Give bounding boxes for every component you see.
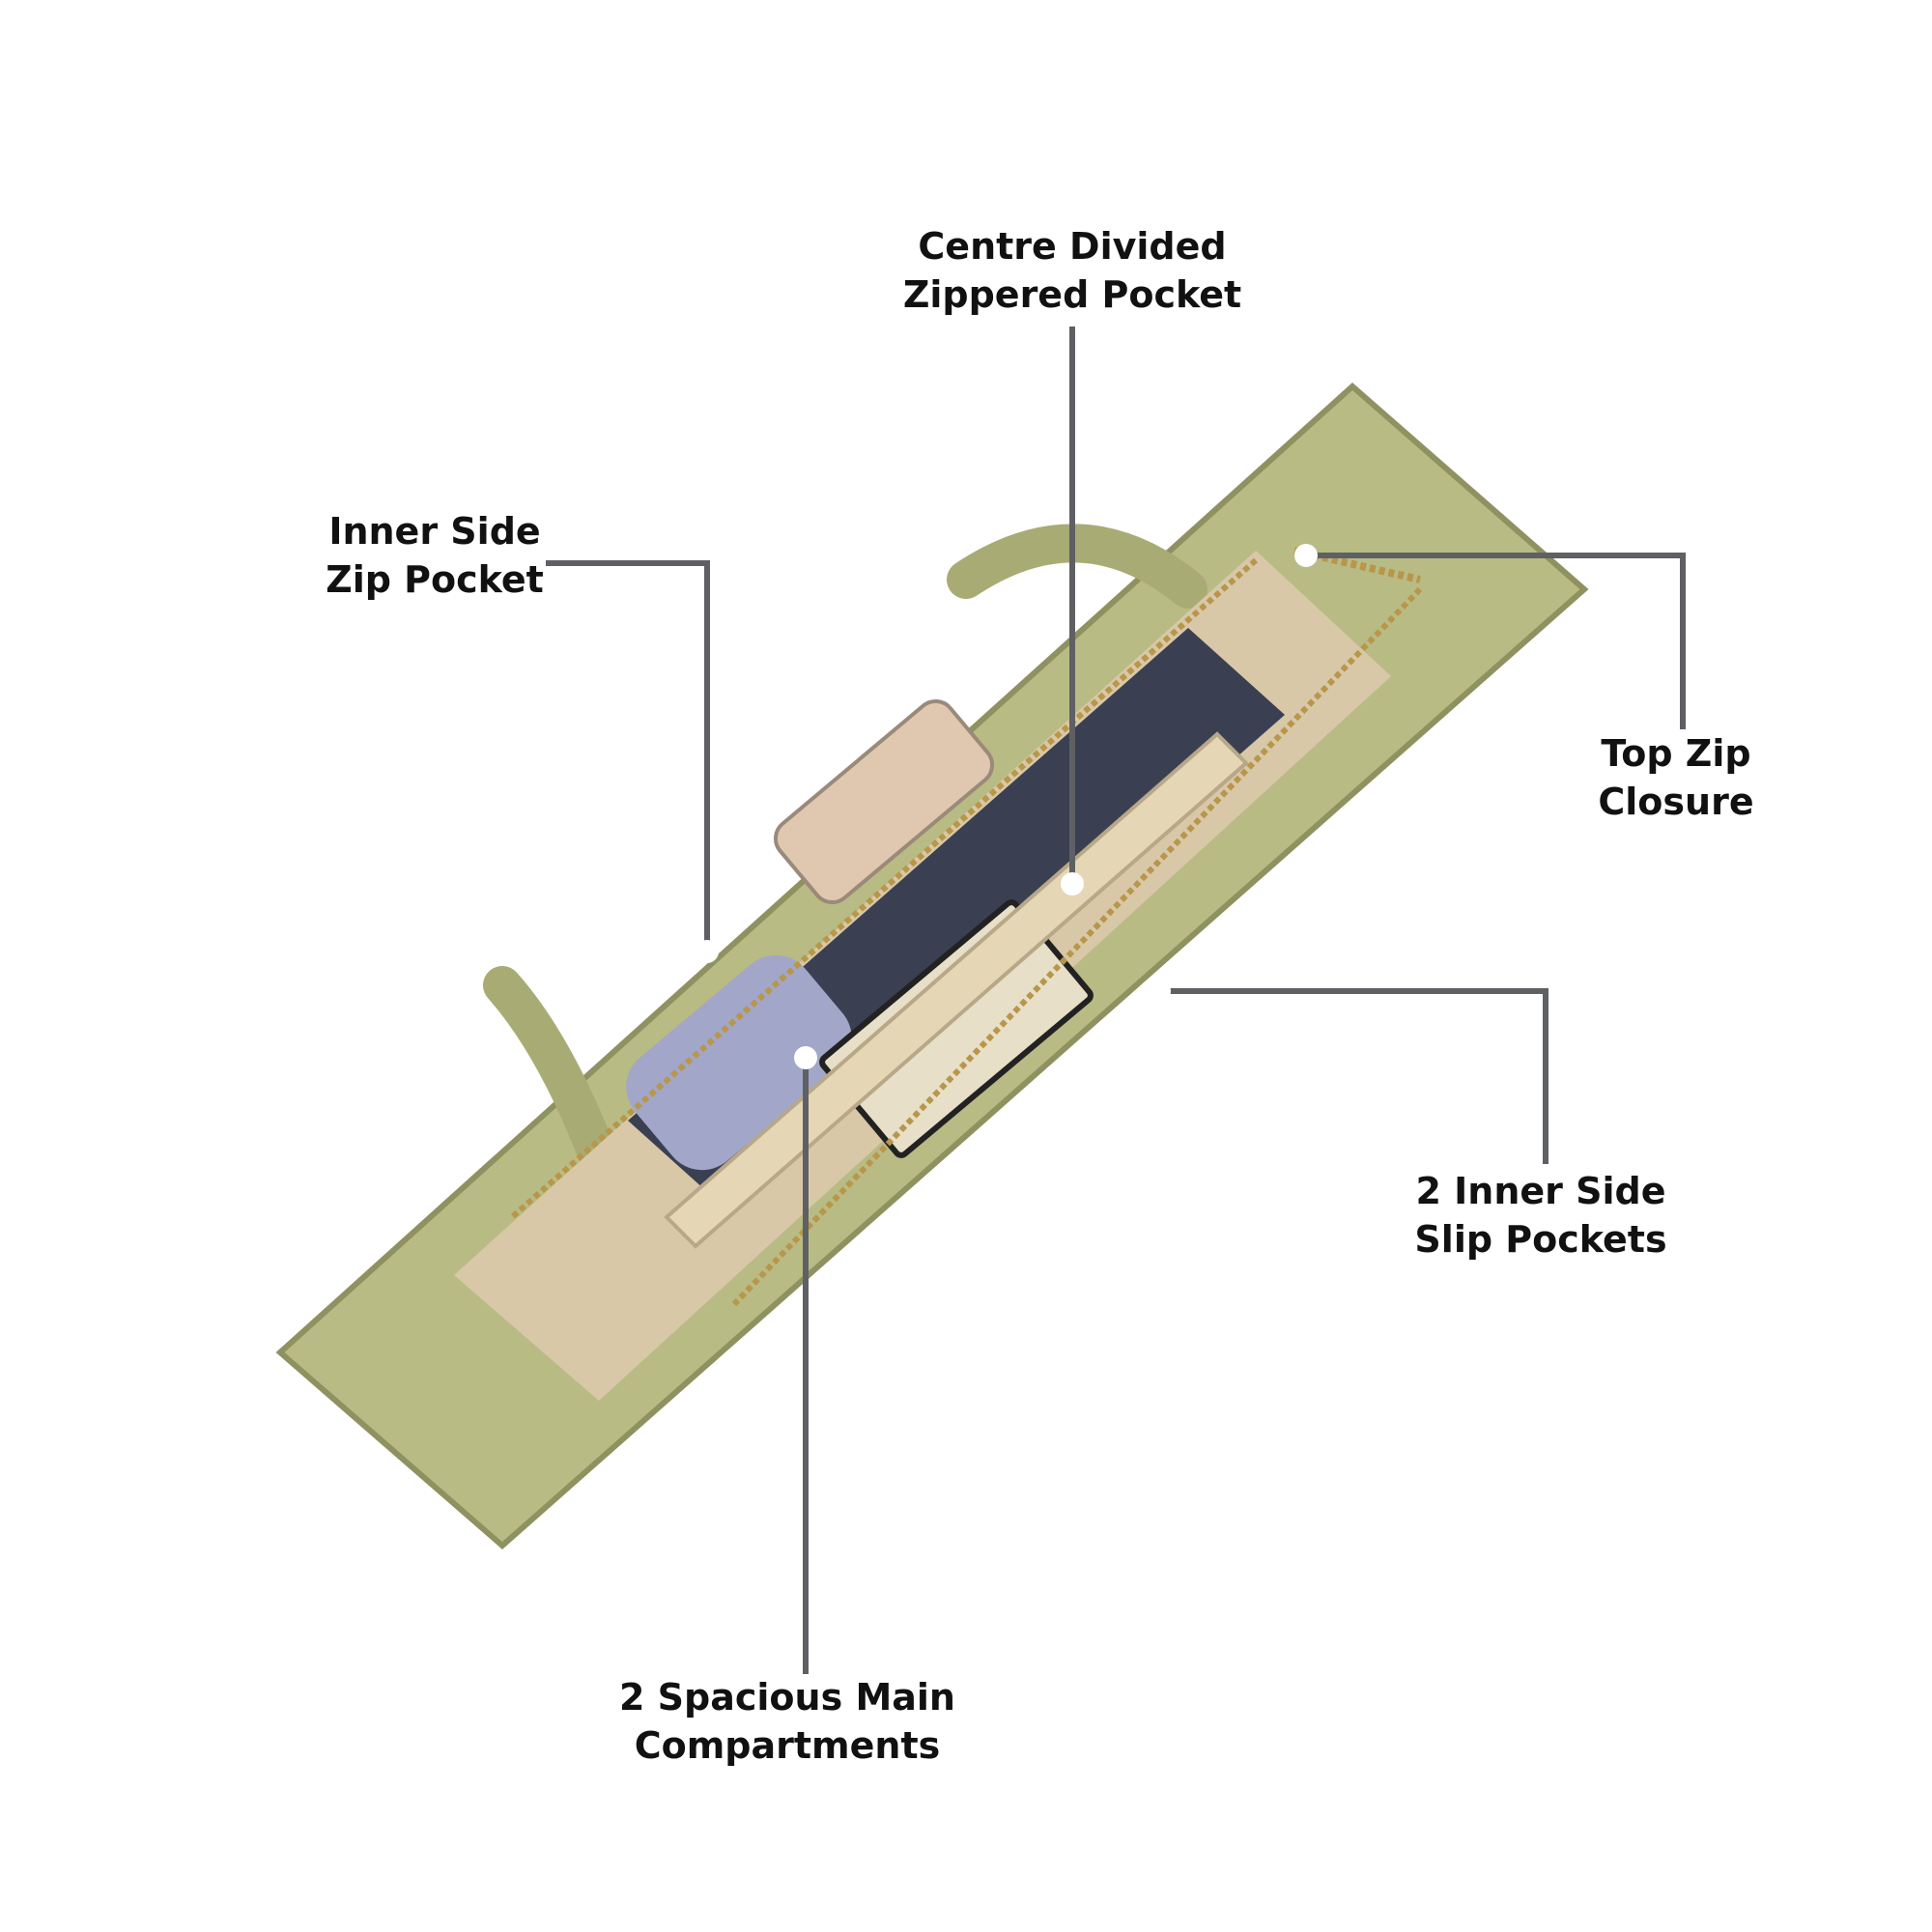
label-line: Top Zip [1601, 732, 1751, 775]
right-zipper [731, 586, 1423, 1307]
notebook [819, 899, 1094, 1158]
label-line: Zippered Pocket [902, 273, 1242, 316]
phone [773, 698, 995, 905]
label-line: Inner Side [328, 510, 541, 553]
callout-dot-centre [1061, 872, 1084, 895]
callout-dot-top-zip [1294, 544, 1318, 567]
label-top-zip-closure: Top Zip Closure [1565, 729, 1787, 826]
label-line: Compartments [634, 1724, 941, 1767]
label-main-compartments: 2 Spacious Main Compartments [599, 1673, 976, 1770]
bag-handle-top [947, 524, 1208, 609]
label-line: Closure [1598, 781, 1754, 823]
label-line: 2 Inner Side [1415, 1170, 1666, 1212]
label-line: Centre Divided [918, 225, 1227, 268]
leader-top-zip [1306, 553, 1686, 729]
label-line: Slip Pockets [1414, 1218, 1667, 1261]
label-line: Zip Pocket [326, 558, 544, 601]
leader-inner-zip [546, 560, 710, 952]
label-centre-divided-pocket: Centre Divided Zippered Pocket [869, 222, 1275, 319]
callout-dot-main [794, 1046, 817, 1069]
left-zipper [510, 557, 1258, 1220]
label-line: 2 Spacious Main [619, 1676, 955, 1719]
leader-slip-pockets [1159, 988, 1548, 1164]
callout-dot-slip-pockets [1148, 980, 1171, 1003]
label-inner-slip-pockets: 2 Inner Side Slip Pockets [1381, 1167, 1700, 1264]
label-inner-side-zip-pocket: Inner Side Zip Pocket [290, 507, 580, 604]
lavender-pouch [626, 954, 852, 1171]
callout-dot-inner-zip [696, 940, 719, 963]
centre-divider-pocket [664, 731, 1249, 1249]
